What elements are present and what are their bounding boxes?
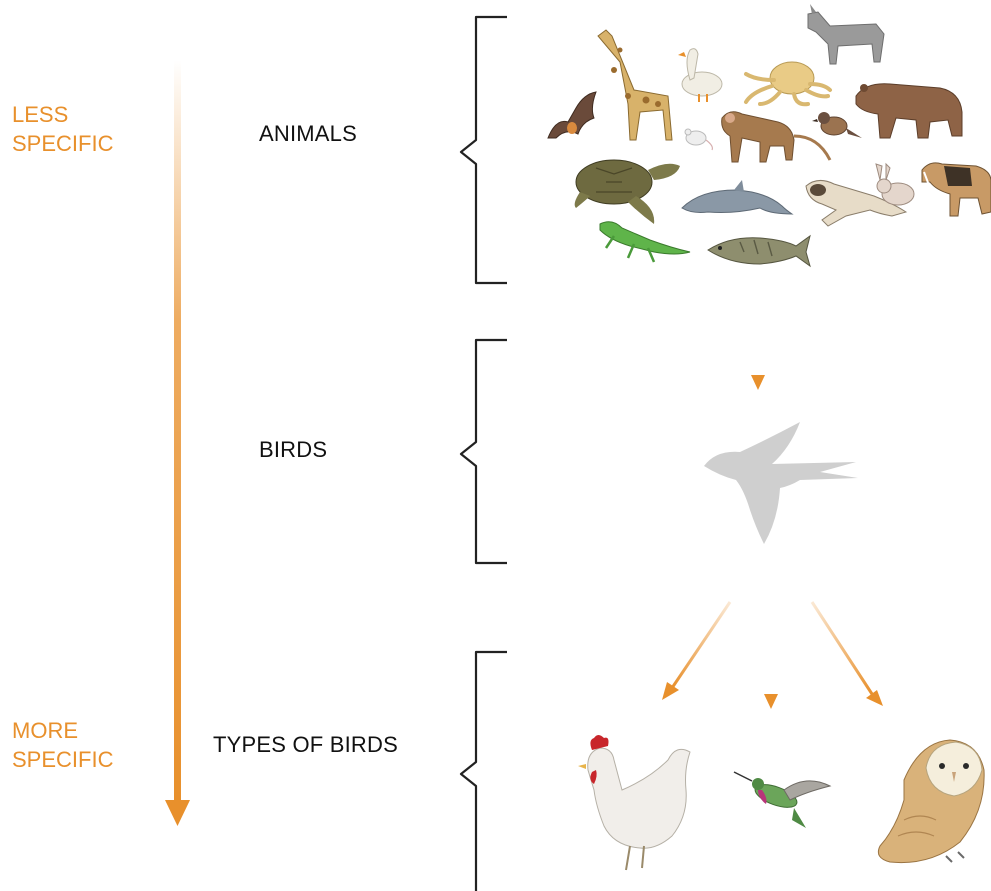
animals-to-birds-arrow (751, 318, 765, 390)
animals-bracket (461, 17, 507, 283)
barn-owl-icon (878, 740, 984, 863)
tier-label-birds: BIRDS (259, 437, 327, 463)
bird-silhouette-icon (704, 422, 858, 544)
specificity-arrow-head (165, 800, 190, 826)
less-specific-line2: SPECIFIC (12, 129, 113, 158)
tier-label-animals: ANIMALS (259, 121, 357, 147)
dolphin-icon (682, 180, 792, 214)
specificity-arrow (165, 60, 190, 826)
rooster-icon (578, 735, 690, 870)
more-specific-label: MORE SPECIFIC (12, 716, 113, 774)
turtle-icon (575, 160, 680, 224)
donkey-icon (808, 4, 884, 64)
bat-icon (548, 92, 596, 138)
less-specific-label: LESS SPECIFIC (12, 100, 113, 158)
more-specific-line2: SPECIFIC (12, 745, 113, 774)
fish-icon (708, 236, 810, 266)
hummingbird-icon (734, 772, 830, 828)
birds-to-types-arrows (662, 602, 883, 709)
monkey-icon (722, 112, 830, 162)
goose-icon (678, 49, 722, 102)
octopus-icon (746, 62, 830, 104)
tier-label-types-of-birds: TYPES OF BIRDS (213, 732, 398, 758)
specificity-arrow-shaft (174, 60, 181, 805)
mouse-icon (685, 129, 712, 150)
types-of-birds-bracket (461, 652, 507, 891)
lizard-icon (600, 222, 690, 262)
more-specific-line1: MORE (12, 716, 113, 745)
less-specific-line1: LESS (12, 100, 113, 129)
animals-cluster (548, 4, 991, 266)
birds-bracket (461, 340, 507, 563)
sparrow-icon (812, 112, 862, 138)
dog-icon (922, 163, 991, 216)
giraffe-icon (598, 30, 672, 140)
bear-icon (856, 84, 962, 138)
